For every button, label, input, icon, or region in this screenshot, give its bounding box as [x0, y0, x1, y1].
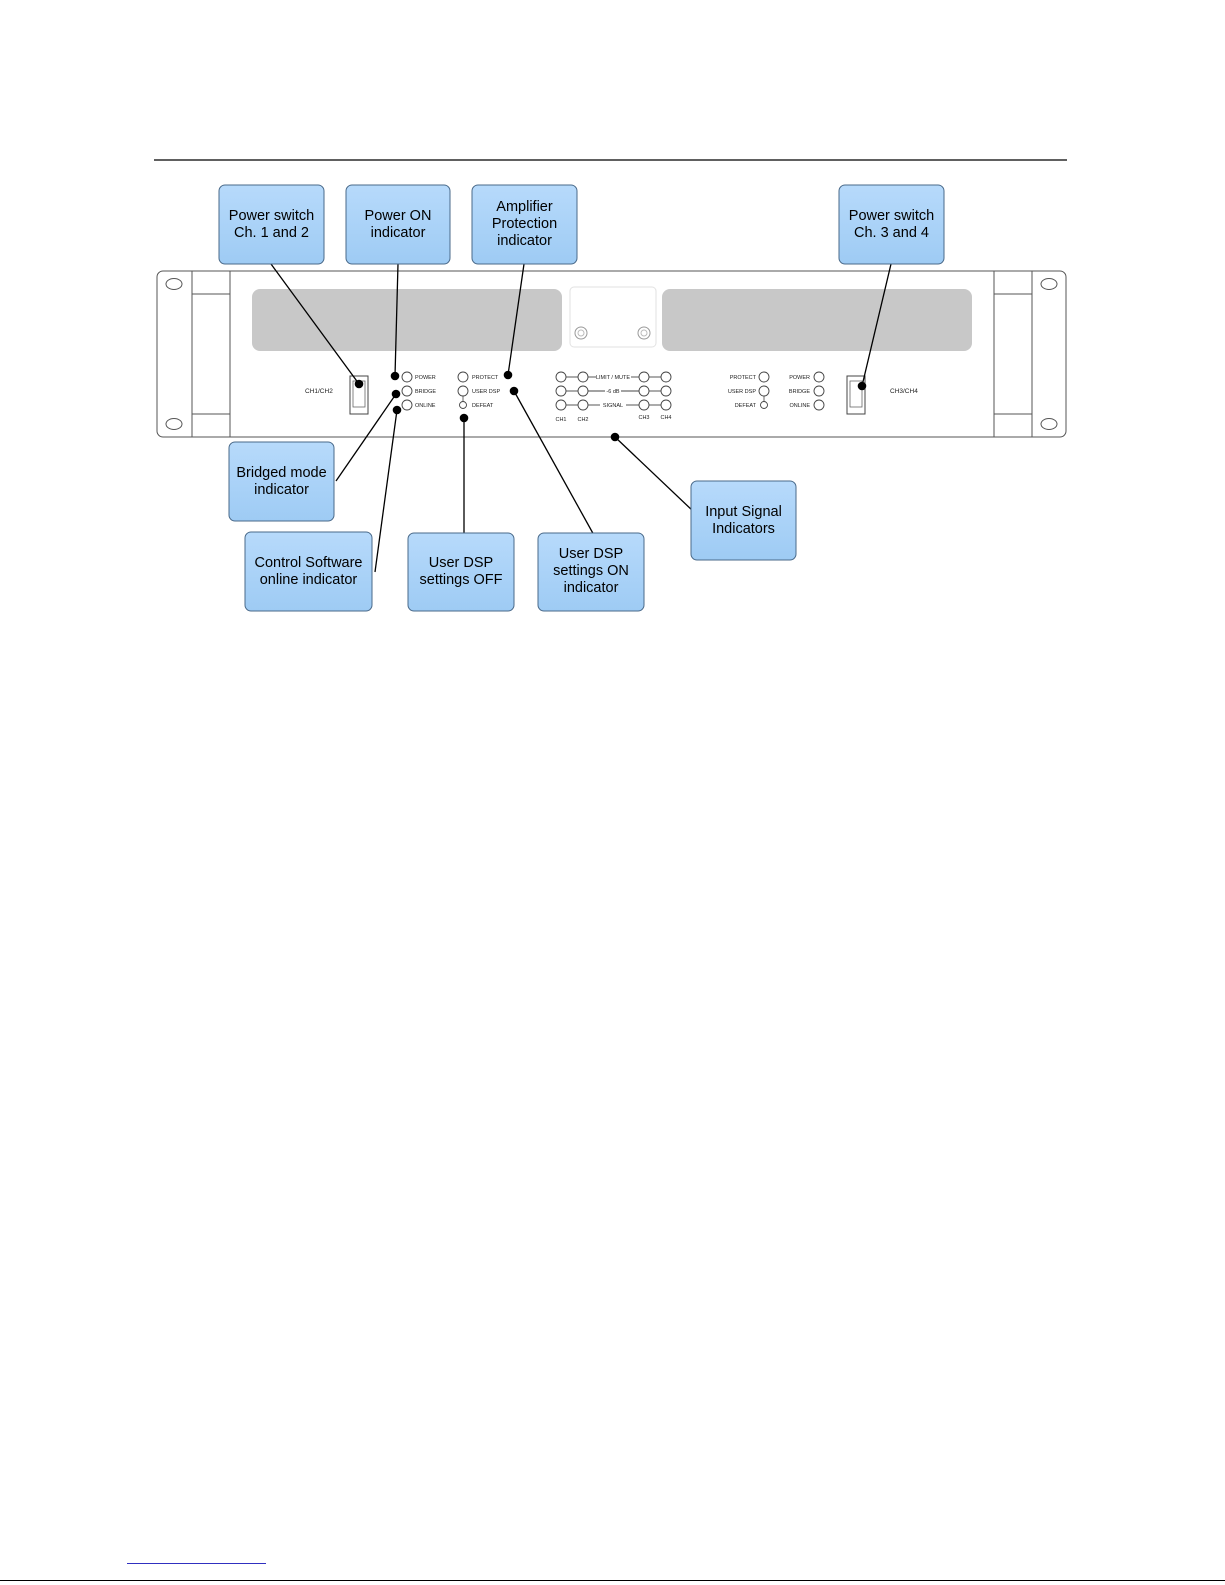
right-display-window — [662, 289, 972, 351]
left-handle — [191, 270, 231, 438]
right-status-leds: POWER BRIDGE ONLINE — [789, 371, 825, 411]
power-led-icon — [401, 371, 413, 383]
left-mode-leds: PROTECT USER DSP DEFEAT — [457, 371, 500, 409]
callout-power-on-indicator: Power ON indicator — [345, 184, 451, 265]
callout-line: User DSP — [429, 555, 493, 571]
callout-line: Power switch — [849, 208, 934, 224]
user-dsp-led-icon — [457, 385, 469, 397]
status-label: ONLINE — [790, 403, 811, 409]
rack-hole-icon — [165, 418, 183, 430]
callout-power-switch-ch3-ch4: Power switch Ch. 3 and 4 — [838, 184, 945, 265]
bridge-led-icon — [401, 385, 413, 397]
callout-input-signal-indicators: Input Signal Indicators — [690, 480, 797, 561]
status-label: BRIDGE — [789, 389, 810, 395]
footer-rule — [0, 1580, 1225, 1581]
screw-icon — [574, 326, 588, 340]
callout-amplifier-protection: Amplifier Protection indicator — [471, 184, 578, 265]
protect-led-icon — [457, 371, 469, 383]
callout-line: Ch. 3 and 4 — [854, 225, 929, 241]
mode-label: PROTECT — [472, 375, 499, 381]
meter-row-label: LIMIT / MUTE — [596, 375, 630, 381]
leader-lines — [270, 263, 892, 573]
meter-row-label: -6 dB — [606, 389, 619, 395]
callout-power-switch-ch1-ch2: Power switch Ch. 1 and 2 — [218, 184, 325, 265]
defeat-button-icon[interactable] — [459, 401, 467, 409]
power-led-icon — [813, 371, 825, 383]
callout-bridged-mode: Bridged mode indicator — [228, 441, 335, 522]
screw-icon — [637, 326, 651, 340]
callout-user-dsp-on: User DSP settings ON indicator — [537, 532, 645, 612]
callout-line: Amplifier — [496, 199, 553, 215]
callout-line: settings ON — [553, 563, 629, 579]
mode-label: PROTECT — [730, 375, 757, 381]
callout-line: indicator — [564, 580, 619, 596]
callout-line: settings OFF — [420, 572, 503, 588]
footer-link-underline[interactable] — [127, 1563, 266, 1564]
callout-line: Ch. 1 and 2 — [234, 225, 309, 241]
status-label: ONLINE — [415, 403, 436, 409]
status-label: POWER — [789, 375, 810, 381]
callout-line: online indicator — [260, 572, 358, 588]
callout-line: indicator — [254, 482, 309, 498]
callout-line: Control Software — [255, 555, 363, 571]
left-switch-label: CH1/CH2 — [305, 388, 333, 395]
input-signal-meters — [555, 371, 672, 411]
mode-label: USER DSP — [472, 389, 500, 395]
status-label: BRIDGE — [415, 389, 436, 395]
right-handle — [993, 270, 1033, 438]
meter-channel-label: CH4 — [660, 415, 671, 421]
callout-line: indicator — [371, 225, 426, 241]
bridge-led-icon — [813, 385, 825, 397]
callout-line: Power switch — [229, 208, 314, 224]
callout-line: Input Signal — [705, 504, 782, 520]
rack-hole-icon — [1040, 278, 1058, 290]
mode-label: DEFEAT — [735, 403, 757, 409]
protect-led-icon — [758, 371, 770, 383]
online-led-icon — [401, 399, 413, 411]
rack-hole-icon — [165, 278, 183, 290]
meter-row-label: SIGNAL — [603, 403, 623, 409]
callout-line: User DSP — [559, 546, 623, 562]
leader-dots — [354, 370, 867, 442]
mode-label: USER DSP — [728, 389, 756, 395]
callout-line: Bridged mode — [236, 465, 326, 481]
meter-channel-label: CH3 — [638, 415, 649, 421]
meter-channel-label: CH2 — [577, 417, 588, 423]
meter-channel-label: CH1 — [555, 417, 566, 423]
rack-hole-icon — [1040, 418, 1058, 430]
mode-label: DEFEAT — [472, 403, 494, 409]
callout-line: Indicators — [712, 521, 775, 537]
callout-line: indicator — [497, 233, 552, 249]
right-switch-label: CH3/CH4 — [890, 388, 918, 395]
online-led-icon — [813, 399, 825, 411]
left-display-window — [252, 289, 562, 351]
status-label: POWER — [415, 375, 436, 381]
right-mode-leds: PROTECT USER DSP DEFEAT — [728, 371, 770, 409]
callout-line: Power ON — [365, 208, 432, 224]
callout-user-dsp-off: User DSP settings OFF — [407, 532, 515, 612]
callout-line: Protection — [492, 216, 557, 232]
left-status-leds: POWER BRIDGE ONLINE — [401, 371, 436, 411]
callout-control-software-online: Control Software online indicator — [244, 531, 373, 612]
user-dsp-led-icon — [758, 385, 770, 397]
amplifier-chassis: CH1/CH2 CH3/CH4 POWER BRIDGE ONLINE PROT… — [156, 270, 1067, 438]
defeat-button-icon[interactable] — [760, 401, 768, 409]
